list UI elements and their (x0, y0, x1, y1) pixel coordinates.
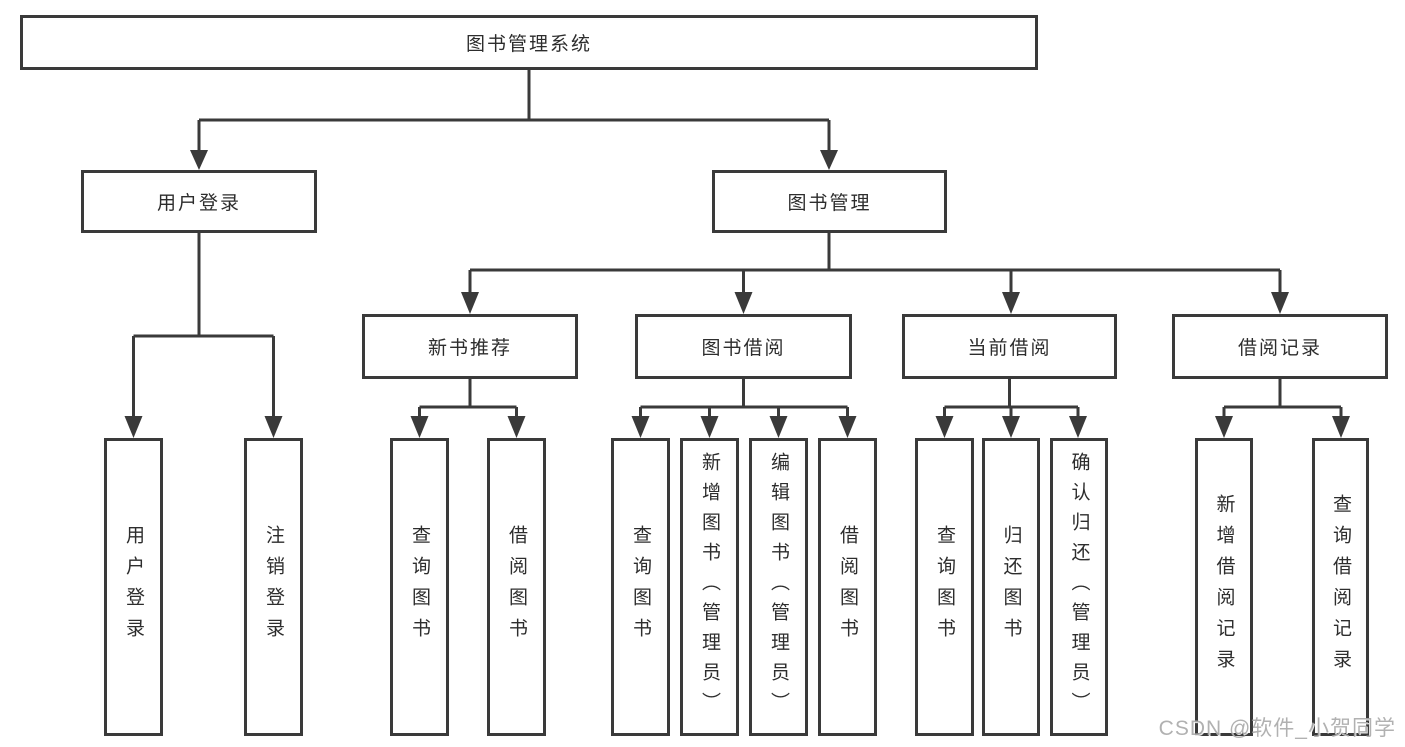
node-current-borrowing-label: 当前借阅 (967, 338, 1052, 359)
node-new-book-recommend: 新书推荐 (362, 314, 578, 379)
leaf-cb-query-books-label: 查询图书 (934, 525, 955, 649)
leaf-cb-query-books: 查询图书 (915, 438, 974, 736)
node-book-borrowing-label: 图书借阅 (701, 338, 786, 359)
leaf-br-add-record-label: 新增借阅记录 (1213, 494, 1235, 680)
leaf-bb-add-books-admin-label: 新增图书（管理员） (699, 452, 720, 722)
leaf-nb-borrow-books: 借阅图书 (487, 438, 546, 736)
watermark: CSDN @软件_小贺同学 (1158, 717, 1396, 740)
leaf-bb-query-books-label: 查询图书 (630, 525, 651, 649)
leaf-user-login-label: 用户登录 (123, 525, 144, 649)
leaf-bb-edit-books-admin: 编辑图书（管理员） (749, 438, 808, 736)
leaf-bb-borrow-books: 借阅图书 (818, 438, 877, 736)
node-borrowing-records-label: 借阅记录 (1237, 338, 1322, 359)
leaf-bb-query-books: 查询图书 (611, 438, 670, 736)
leaf-nb-query-books: 查询图书 (390, 438, 449, 736)
leaf-bb-edit-books-admin-label: 编辑图书（管理员） (768, 452, 789, 722)
node-borrowing-records: 借阅记录 (1172, 314, 1388, 379)
node-book-management: 图书管理 (712, 170, 947, 233)
node-book-borrowing: 图书借阅 (635, 314, 852, 379)
node-current-borrowing: 当前借阅 (902, 314, 1117, 379)
leaf-logout-label: 注销登录 (263, 525, 284, 649)
leaf-br-query-record-label: 查询借阅记录 (1330, 494, 1351, 680)
leaf-logout: 注销登录 (244, 438, 303, 736)
leaf-cb-confirm-return-admin: 确认归还（管理员） (1050, 438, 1108, 736)
node-root: 图书管理系统 (20, 15, 1038, 70)
leaf-nb-query-books-label: 查询图书 (409, 525, 430, 649)
leaf-br-query-record: 查询借阅记录 (1312, 438, 1369, 736)
leaf-user-login: 用户登录 (104, 438, 163, 736)
node-user-login-label: 用户登录 (156, 193, 241, 214)
node-root-label: 图书管理系统 (465, 34, 592, 55)
leaf-nb-borrow-books-label: 借阅图书 (506, 525, 527, 649)
leaf-cb-return-books-label: 归还图书 (1000, 525, 1022, 649)
leaf-cb-confirm-return-admin-label: 确认归还（管理员） (1068, 452, 1090, 722)
node-user-login: 用户登录 (81, 170, 317, 233)
node-book-management-label: 图书管理 (787, 193, 872, 214)
leaf-bb-borrow-books-label: 借阅图书 (837, 525, 858, 649)
leaf-bb-add-books-admin: 新增图书（管理员） (680, 438, 739, 736)
leaf-cb-return-books: 归还图书 (982, 438, 1040, 736)
leaf-br-add-record: 新增借阅记录 (1195, 438, 1253, 736)
node-new-book-recommend-label: 新书推荐 (427, 338, 512, 359)
